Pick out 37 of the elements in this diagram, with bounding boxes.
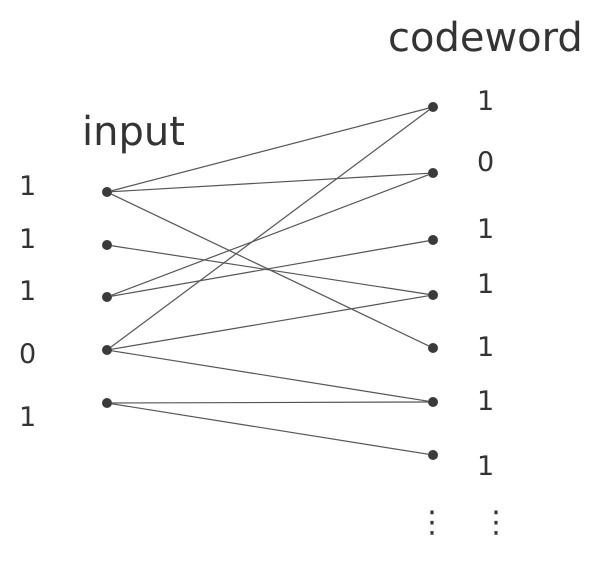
bit-value: 1 [477,87,494,117]
node-dot [428,343,438,353]
connector-line [112,295,428,350]
ellipsis-mark: ⋮ [481,508,511,538]
bit-value: 1 [19,403,36,433]
bit-value: 1 [19,277,36,307]
connector-line [111,194,429,346]
connector-line [112,403,428,455]
bit-value: 1 [477,215,494,245]
node-dot [102,240,112,250]
connector-line [112,350,428,402]
ellipsis-mark: ⋮ [417,508,447,538]
node-dot [102,187,112,197]
bit-value: 0 [19,340,36,370]
connector-line [112,172,428,192]
bit-value: 1 [477,387,494,417]
heading-text: input [82,112,185,152]
bit-value: 1 [477,270,494,300]
node-dot [102,398,112,408]
bit-value: 1 [19,172,36,202]
node-dot [428,168,438,178]
connector-line [111,174,429,296]
connector-line [110,110,430,348]
bit-value: 1 [19,225,36,255]
node-dot [102,292,112,302]
node-dot [428,290,438,300]
bit-value: 1 [477,333,494,363]
bit-value: 0 [477,148,494,178]
node-dot [428,102,438,112]
node-dot [428,235,438,245]
node-dot [102,345,112,355]
node-dot [428,397,438,407]
bit-value: 1 [477,452,494,482]
node-dot [428,450,438,460]
connector-line [112,401,428,404]
connector-line [112,108,428,192]
heading-text: codeword [388,18,583,58]
